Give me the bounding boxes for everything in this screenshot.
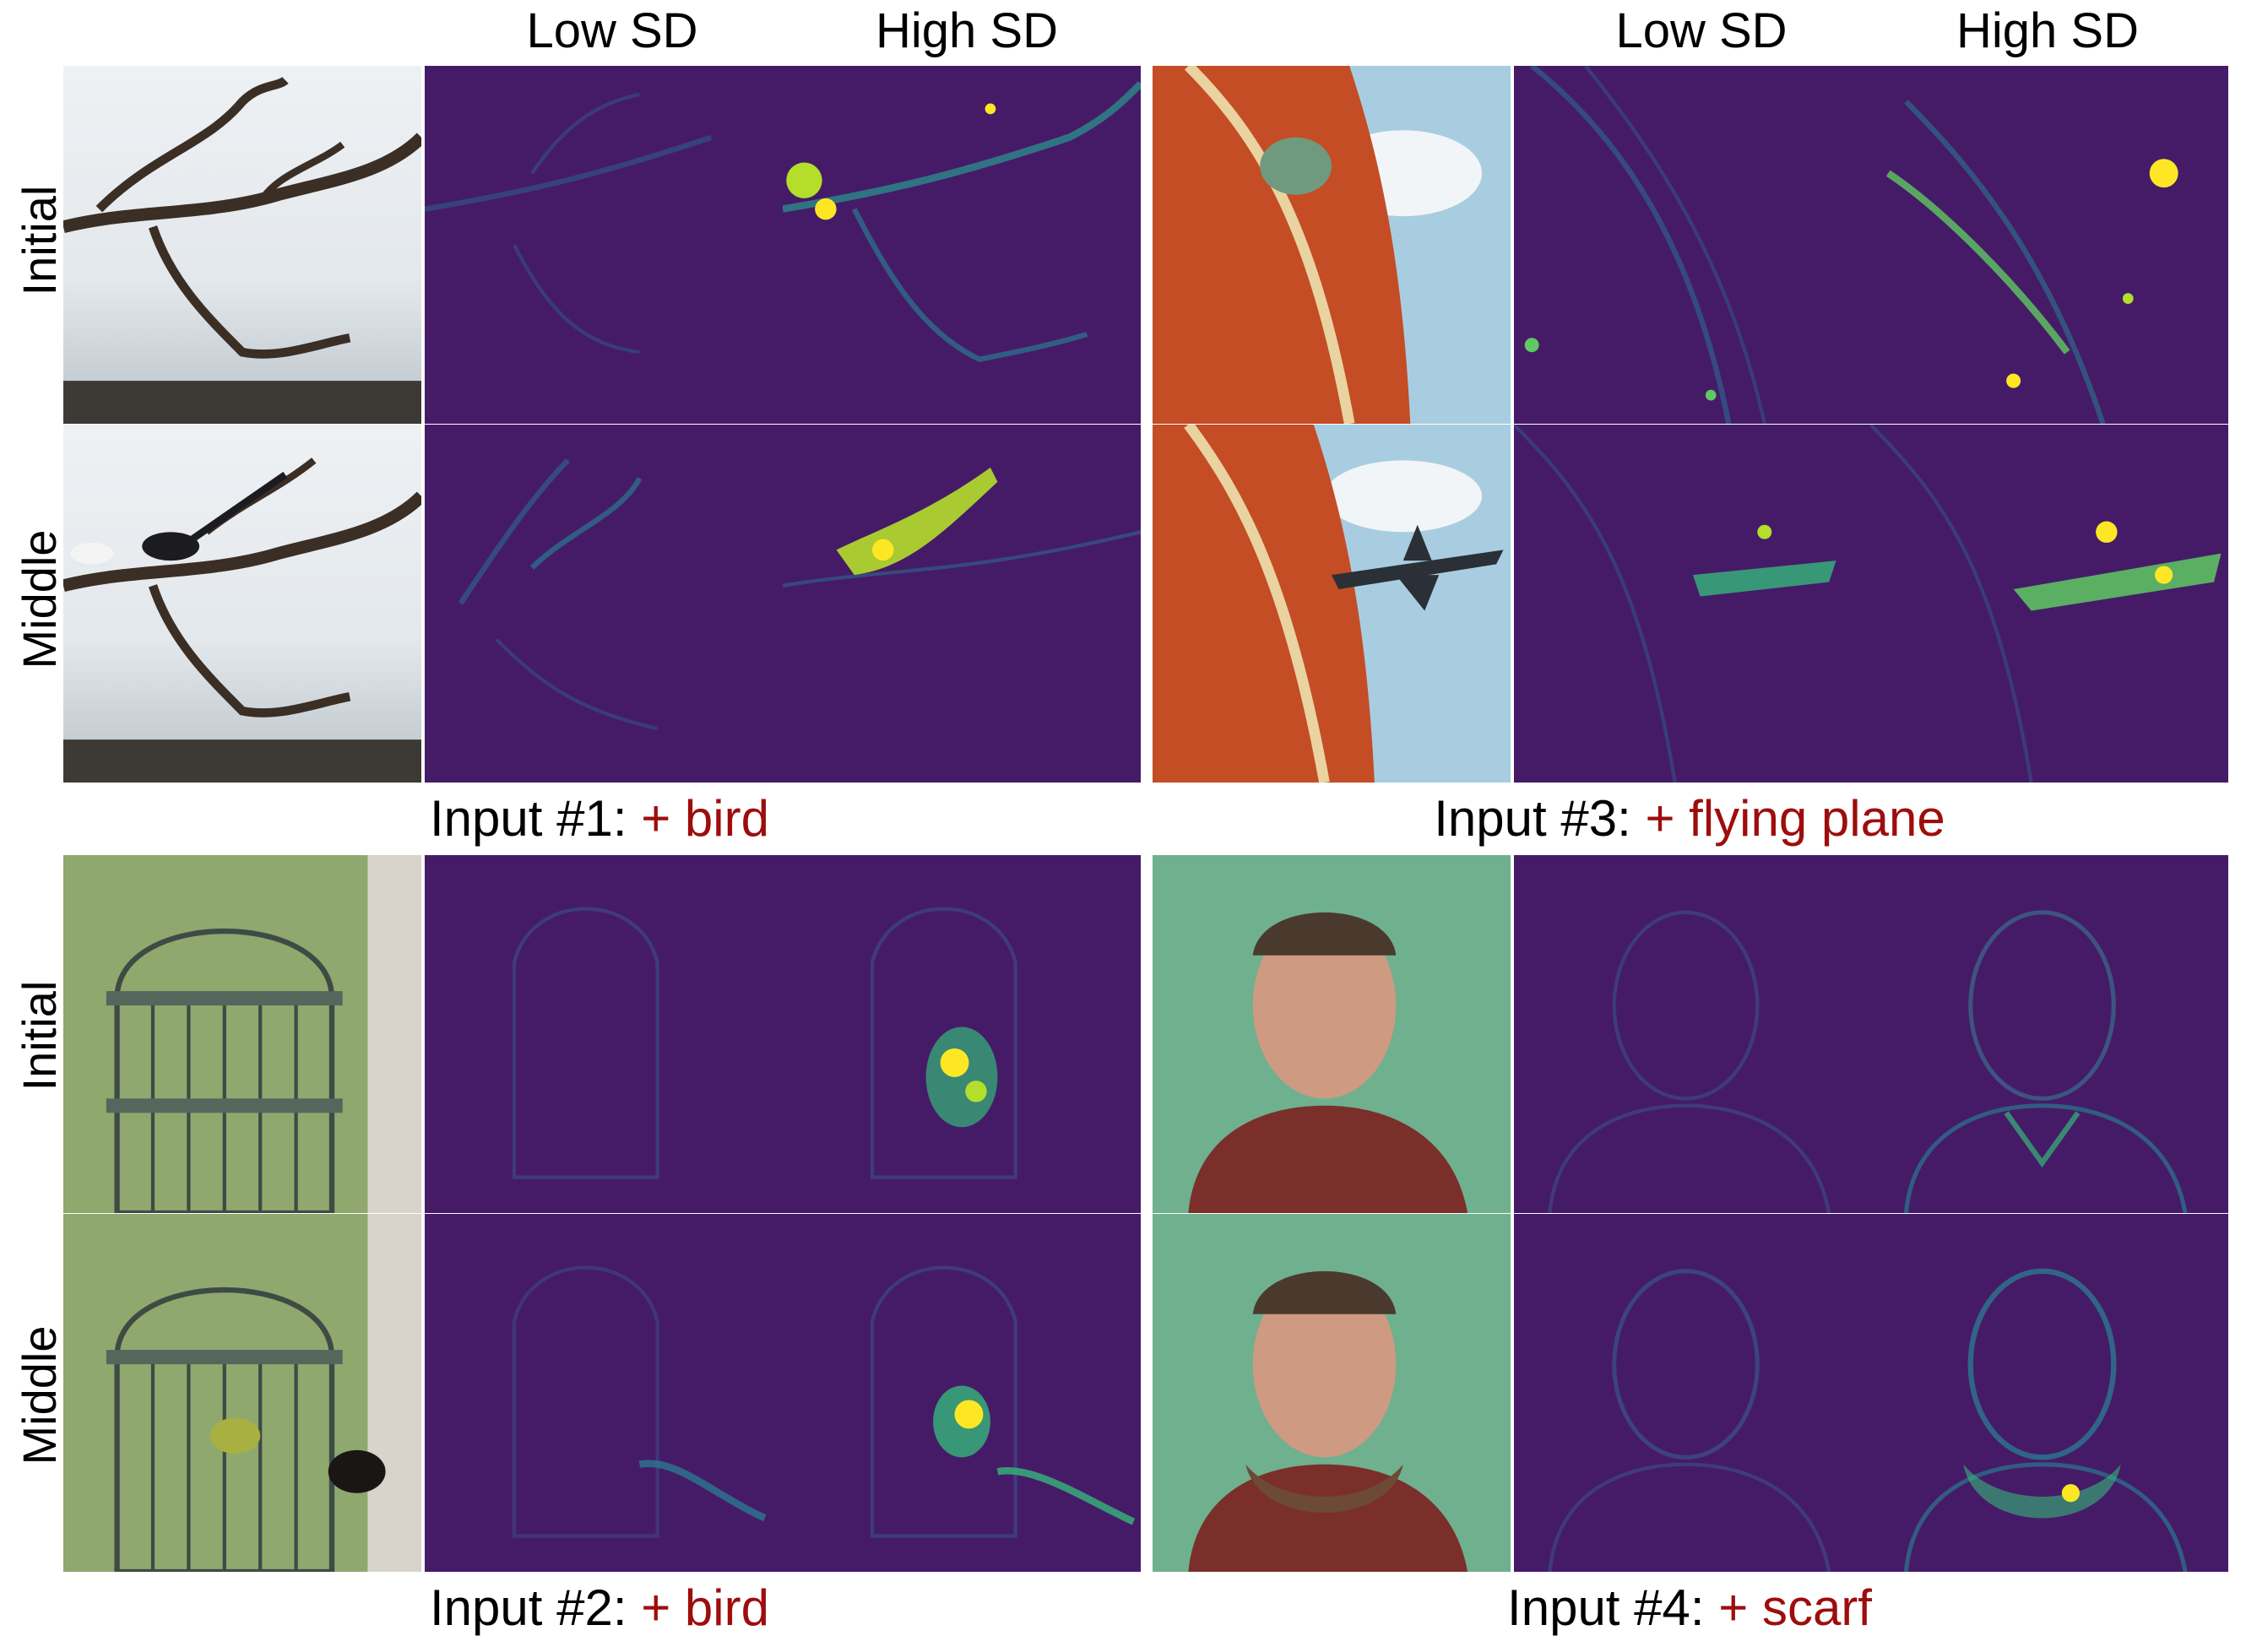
heatmap-input2-middle-high-sd <box>783 1214 1141 1572</box>
heatmap-input2-initial-high-sd <box>783 855 1141 1213</box>
column-header-low-sd-left: Low SD <box>526 3 698 58</box>
caption-input-3-label: Input #3: <box>1434 790 1631 847</box>
caption-input-4-label: Input #4: <box>1507 1579 1705 1636</box>
photo-branch-middle <box>63 425 421 783</box>
row-label-initial-bottom: Initial <box>13 980 66 1091</box>
caption-input-2-edit: + bird <box>641 1579 769 1636</box>
photo-carousel-middle <box>1153 425 1511 783</box>
column-header-high-sd-left: High SD <box>876 3 1058 58</box>
heatmap-input4-middle-low-sd <box>1514 1214 1872 1572</box>
photo-birdcage-initial <box>63 855 421 1213</box>
caption-input-3: Input #3: + flying plane <box>1153 785 2227 853</box>
caption-input-2: Input #2: + bird <box>63 1574 1136 1642</box>
heatmap-input3-initial-high-sd <box>1870 66 2228 424</box>
heatmap-input2-middle-low-sd <box>425 1214 783 1572</box>
caption-input-4-edit: + scarf <box>1718 1579 1872 1636</box>
caption-input-1: Input #1: + bird <box>63 785 1136 853</box>
column-header-low-sd-right: Low SD <box>1615 3 1788 58</box>
photo-branch-initial <box>63 66 421 424</box>
heatmap-input1-initial-high-sd <box>783 66 1141 424</box>
photo-birdcage-middle <box>63 1214 421 1572</box>
heatmap-input3-middle-high-sd <box>1870 425 2228 783</box>
caption-input-1-edit: + bird <box>641 790 769 847</box>
caption-input-4: Input #4: + scarf <box>1153 1574 2227 1642</box>
heatmap-input3-middle-low-sd <box>1514 425 1872 783</box>
heatmap-input1-initial-low-sd <box>425 66 783 424</box>
photo-carousel-initial <box>1153 66 1511 424</box>
heatmap-input1-middle-high-sd <box>783 425 1141 783</box>
heatmap-input4-initial-high-sd <box>1870 855 2228 1213</box>
row-label-middle-bottom: Middle <box>13 1325 66 1465</box>
heatmap-input4-middle-high-sd <box>1870 1214 2228 1572</box>
heatmap-input4-initial-low-sd <box>1514 855 1872 1213</box>
caption-input-2-label: Input #2: <box>430 1579 627 1636</box>
heatmap-input2-initial-low-sd <box>425 855 783 1213</box>
photo-man-middle <box>1153 1214 1511 1572</box>
row-label-initial-top: Initial <box>13 185 66 296</box>
heatmap-input3-initial-low-sd <box>1514 66 1872 424</box>
photo-man-initial <box>1153 855 1511 1213</box>
column-header-high-sd-right: High SD <box>1956 3 2139 58</box>
row-label-middle-top: Middle <box>13 529 66 669</box>
heatmap-input1-middle-low-sd <box>425 425 783 783</box>
caption-input-1-label: Input #1: <box>430 790 627 847</box>
caption-input-3-edit: + flying plane <box>1645 790 1945 847</box>
